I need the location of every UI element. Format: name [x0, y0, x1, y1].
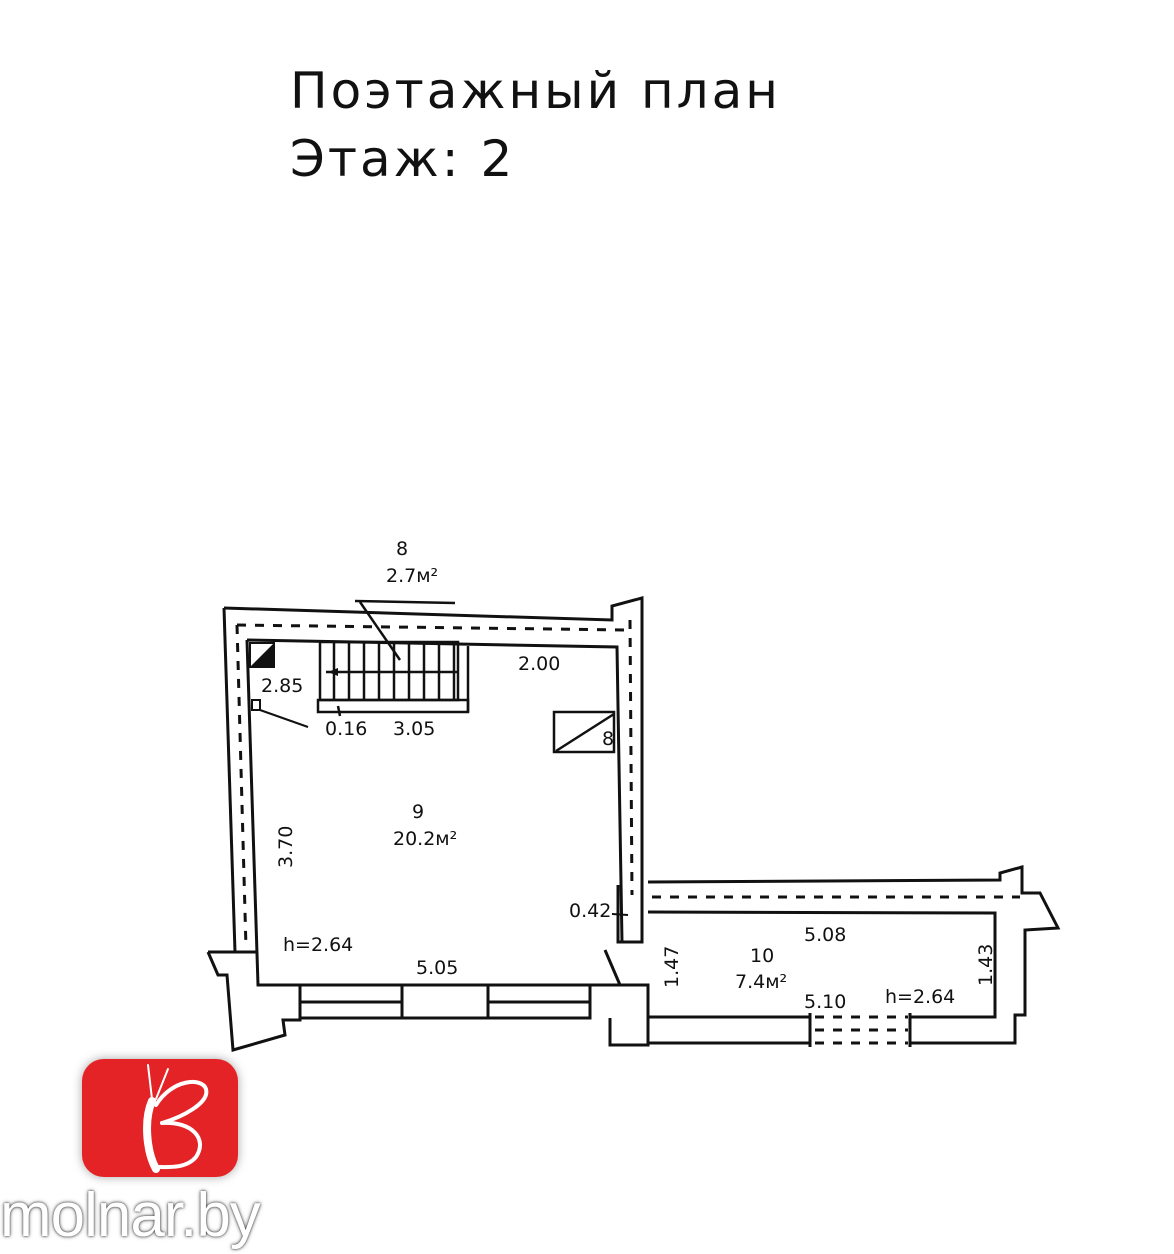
room9-area: 20.2м²	[393, 828, 457, 850]
brand-name: molnar.by	[0, 1181, 261, 1250]
outer-wall-left	[222, 607, 237, 953]
dim-5-10: 5.10	[804, 991, 846, 1013]
dim-0-16: 0.16	[325, 718, 367, 740]
door-swing	[603, 949, 622, 986]
floor-label: Этаж: 2	[290, 130, 516, 188]
leader-line-stair	[358, 601, 402, 661]
leader-line-top	[354, 599, 456, 605]
left-pier	[206, 950, 302, 1052]
dim-1-43: 1.43	[975, 944, 997, 986]
dim-5-08: 5.08	[804, 924, 846, 946]
bottom-wall-main	[298, 983, 592, 1020]
dim-2-85: 2.85	[261, 675, 303, 697]
dim-1-47: 1.47	[661, 946, 683, 988]
wall-dashline-right	[628, 619, 634, 896]
dim-3-05: 3.05	[393, 718, 435, 740]
room8-number: 8	[396, 538, 408, 560]
chimney-symbol	[249, 642, 275, 668]
equipment-mark: 8	[602, 728, 614, 750]
room9-number: 9	[412, 801, 424, 823]
room10-inner	[646, 910, 997, 1019]
stair-arrow-icon	[328, 668, 338, 676]
room10-outer-top	[647, 865, 1061, 1045]
equipment-box	[552, 710, 616, 754]
wall-dashline-left	[235, 624, 248, 949]
dim-0-42: 0.42	[569, 900, 611, 922]
outer-wall-main	[223, 596, 644, 944]
room9-ceiling-height: h=2.64	[283, 934, 353, 956]
room10-ceiling-height: h=2.64	[885, 986, 955, 1008]
brand-logo	[82, 1059, 238, 1177]
room10-area: 7.4м²	[735, 971, 787, 993]
wall-dashline-top	[236, 623, 629, 632]
room8-area: 2.7м²	[386, 565, 438, 587]
room10-number: 10	[750, 945, 774, 967]
middle-pier	[590, 983, 650, 1047]
dim-3-70: 3.70	[275, 826, 297, 868]
plan-title: Поэтажный план	[290, 62, 781, 120]
dim-5-05: 5.05	[416, 957, 458, 979]
radiator-symbol	[251, 699, 261, 711]
staircase	[316, 599, 470, 717]
butterfly-icon	[143, 1064, 209, 1173]
dim-2-00: 2.00	[518, 653, 560, 675]
